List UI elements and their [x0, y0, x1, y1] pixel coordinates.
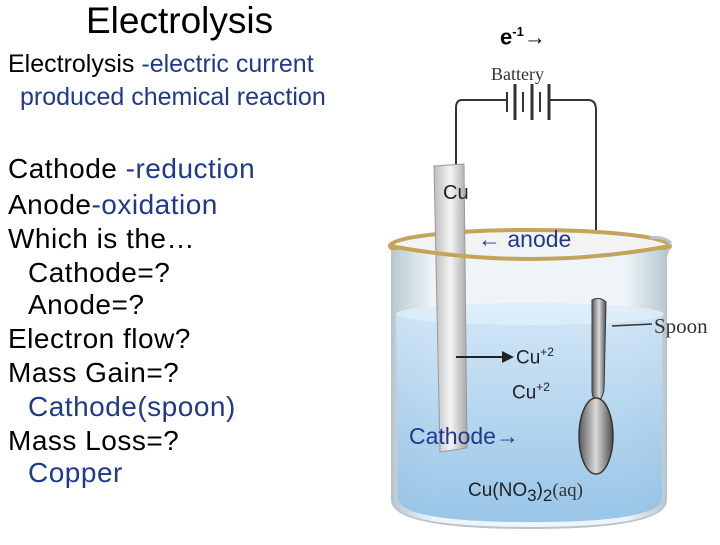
electrolysis-diagram: e-1→ Battery Cu ← anode Spoon Cu+2 Cu+2 … [360, 0, 720, 540]
definition-text: -electric current [134, 50, 314, 78]
beaker-spout [649, 236, 672, 257]
spoon-handle [591, 297, 607, 401]
definition-term: Electrolysis [8, 50, 135, 78]
battery-icon [506, 84, 551, 120]
copper-strip [433, 163, 468, 453]
anode-label: ← anode [478, 226, 572, 252]
mass-loss-question: Mass Loss=? [8, 425, 180, 456]
cathode-meaning: -reduction [117, 153, 256, 184]
which-question: Which is the… [8, 223, 195, 254]
cathode-term: Cathode [8, 153, 118, 184]
spoon-bowl [578, 397, 614, 475]
mass-gain-question: Mass Gain=? [8, 357, 180, 388]
arrow-right-icon: → [523, 24, 546, 50]
spoon-label: Spoon [654, 314, 708, 338]
ion-label-1: Cu+2 [516, 345, 554, 369]
anode-question: Anode=? [28, 289, 145, 320]
ion-label-2: Cu+2 [512, 380, 550, 404]
ion-arrow-head [502, 351, 514, 363]
wire-right [550, 99, 597, 340]
wire-left [455, 99, 507, 170]
spoon-pointer [611, 323, 653, 327]
cathode-question: Cathode=? [28, 257, 171, 288]
cathode-definition: Cathode -reduction [8, 152, 255, 186]
electrolysis-apparatus [388, 84, 672, 530]
beaker-rim-front [389, 244, 671, 261]
cathode-label: Cathode→ [409, 423, 519, 449]
slide-title: Electrolysis [86, 0, 274, 41]
solution-surface [396, 303, 664, 325]
cu-strip-label: Cu [443, 182, 469, 204]
definition-line-2: produced chemical reaction [20, 83, 326, 111]
electron-flow-label: e-1→ [500, 24, 546, 50]
mass-gain-answer: Cathode(spoon) [28, 391, 236, 422]
battery-label: Battery [491, 64, 544, 84]
electron-flow-question: Electron flow? [8, 323, 191, 354]
anode-definition: Anode-oxidation [8, 188, 218, 222]
anode-meaning: -oxidation [91, 189, 218, 220]
arrow-left-icon: ← [478, 226, 501, 252]
mass-loss-answer: Copper [28, 457, 123, 488]
arrow-right-icon: → [495, 423, 519, 449]
solution-formula: Cu(NO3)2(aq) [468, 480, 583, 505]
anode-term: Anode [8, 189, 92, 220]
definition-line-1: Electrolysis -electric current [8, 50, 314, 79]
